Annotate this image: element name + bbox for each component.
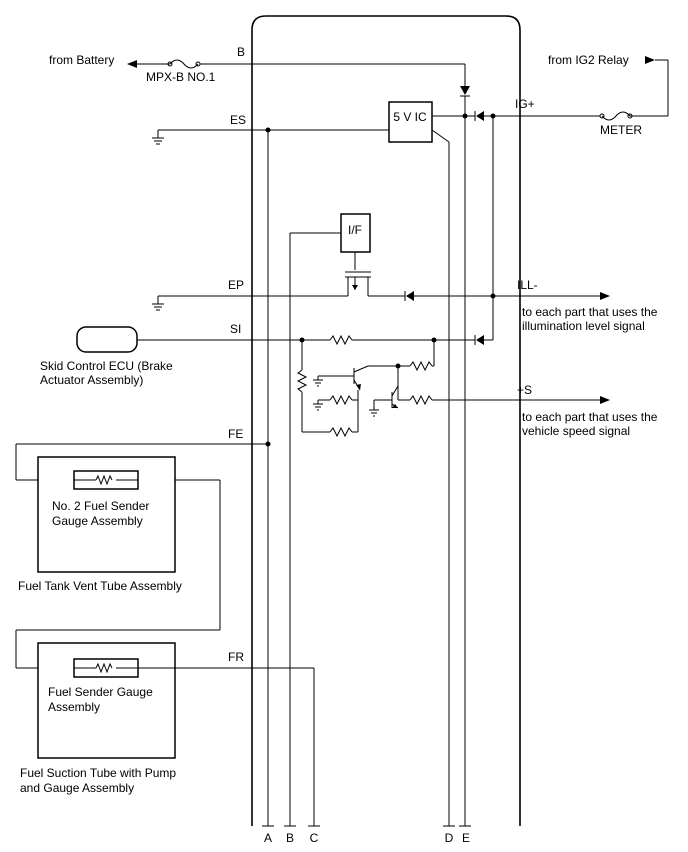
ground-icon	[313, 376, 323, 387]
diode-si-icon	[476, 335, 484, 345]
illumination-output-line2: illumination level signal	[522, 319, 645, 333]
no2-sender-label-line1: No. 2 Fuel Sender	[52, 499, 149, 513]
resistor-icon	[95, 474, 113, 486]
terminal-b: B	[237, 45, 245, 59]
diode-ill-icon	[406, 291, 414, 301]
mosfet-icon	[345, 271, 371, 296]
speed-output-line1: to each part that uses the	[522, 410, 658, 424]
meter-housing	[251, 15, 521, 826]
resistor-icon	[409, 360, 433, 372]
terminal-es: ES	[230, 113, 246, 127]
bottom-label-a: A	[264, 831, 272, 845]
diode-icon	[460, 86, 470, 95]
vic-label: 5 V IC	[393, 110, 427, 124]
fuse-meter-label: METER	[600, 123, 642, 137]
ground-icon	[152, 137, 164, 145]
ground-icon	[152, 303, 164, 311]
resistor-icon	[329, 394, 353, 406]
terminal-fr: FR	[228, 650, 244, 664]
terminal-fe: FE	[228, 427, 243, 441]
bottom-label-e: E	[462, 831, 470, 845]
illumination-output-line1: to each part that uses the	[522, 305, 658, 319]
fuse-mpxb-label: MPX-B NO.1	[146, 70, 216, 84]
battery-circuit	[127, 59, 470, 826]
si-circuit	[137, 296, 494, 346]
transistor-icon	[353, 365, 398, 391]
bottom-label-d: D	[445, 831, 454, 845]
terminal-ill-minus: ILL-	[517, 278, 538, 292]
from-battery-label: from Battery	[49, 53, 114, 67]
terminal-plus-s: +S	[517, 383, 532, 397]
ig-circuit	[432, 56, 669, 296]
sender-label-line2: Assembly	[48, 700, 100, 714]
resistor-icon	[409, 394, 433, 406]
vic-block	[388, 101, 433, 143]
resistor-icon	[329, 426, 353, 438]
if-label: I/F	[348, 223, 362, 237]
bottom-label-c: C	[310, 831, 319, 845]
sender-label-line1: Fuel Sender Gauge	[48, 685, 153, 699]
vent-tube-label: Fuel Tank Vent Tube Assembly	[18, 579, 182, 593]
diode-ig-icon	[476, 111, 484, 121]
ground-icon	[369, 400, 379, 417]
speed-signal-network	[296, 340, 610, 438]
resistor-icon	[296, 369, 308, 393]
terminal-ep: EP	[228, 278, 244, 292]
fuse-meter-icon	[601, 111, 631, 121]
ep-circuit	[152, 291, 610, 311]
battery-arrow-icon	[127, 60, 137, 68]
no2-sender-label-line2: Gauge Assembly	[52, 514, 143, 528]
speed-output-line2: vehicle speed signal	[522, 424, 630, 438]
ground-icon	[313, 400, 323, 411]
fuel-suction-tube-assembly	[37, 642, 176, 759]
ig2-arrow-icon	[645, 56, 655, 64]
resistor-icon	[95, 662, 113, 674]
skid-ecu-label-line1: Skid Control ECU (Brake	[40, 359, 173, 373]
transistor-icon	[374, 385, 410, 409]
resistor-icon	[329, 334, 353, 346]
fuse-mpxb-icon	[169, 59, 199, 69]
from-ig2-label: from IG2 Relay	[548, 53, 629, 67]
suction-label-line2: and Gauge Assembly	[20, 781, 134, 795]
es-circuit	[152, 127, 389, 826]
terminal-si: SI	[230, 322, 241, 336]
bottom-label-b: B	[286, 831, 294, 845]
skid-ecu-label-line2: Actuator Assembly)	[40, 373, 143, 387]
ill-arrow-icon	[600, 292, 610, 300]
suction-label-line1: Fuel Suction Tube with Pump	[20, 766, 176, 780]
terminal-ig-plus: IG+	[515, 97, 535, 111]
skid-control-ecu	[76, 326, 138, 353]
speed-arrow-icon	[600, 396, 610, 404]
